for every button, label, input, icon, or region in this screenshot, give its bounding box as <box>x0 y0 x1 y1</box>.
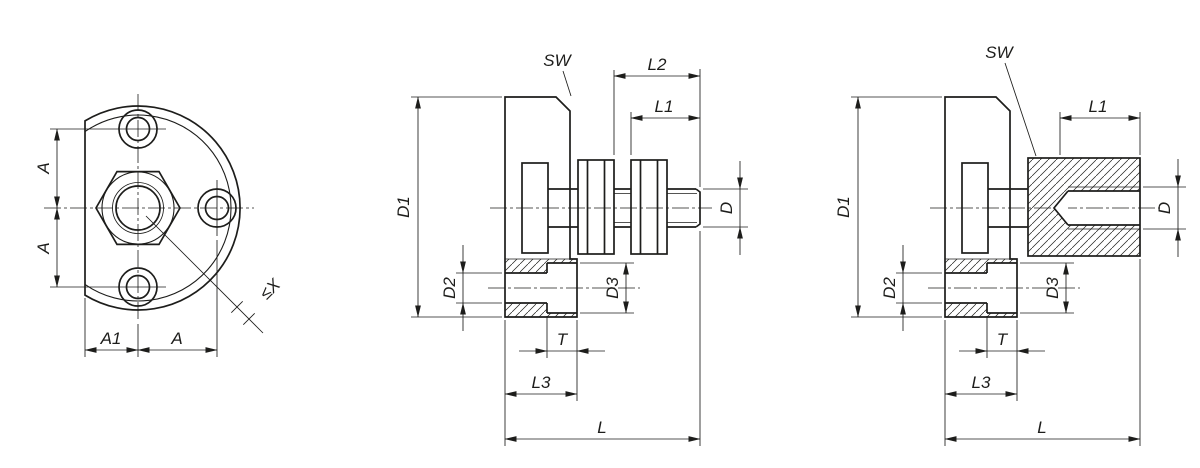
dim-d3: D3 <box>1020 262 1074 314</box>
dim-l3: L3 <box>944 320 1018 446</box>
front-view: A A A1 A ≤X <box>34 94 285 357</box>
dim-label-a1: A1 <box>100 329 122 348</box>
dim-d1: D1 <box>834 96 942 318</box>
dim-label-l1: L1 <box>655 97 674 116</box>
spindle-assembly <box>548 159 701 255</box>
dim-sw: SW <box>543 51 573 97</box>
flange-plate-section <box>944 96 1018 318</box>
dim-label-l2: L2 <box>648 55 667 74</box>
bolt-hole-right <box>197 188 237 228</box>
dim-d3: D3 <box>580 262 634 314</box>
dim-d2: D2 <box>440 245 502 331</box>
dim-d2: D2 <box>880 245 942 331</box>
hex-nut-2 <box>630 159 668 255</box>
dim-a1-a-horizontal: A1 A <box>84 240 218 357</box>
side-view-tapped: SW D1 L1 D D2 <box>834 43 1186 446</box>
dim-d: D <box>703 161 748 255</box>
bolt-hole-bottom <box>118 267 158 307</box>
dim-label-a-lower: A <box>34 242 53 254</box>
side-view-threaded: SW D1 L2 L1 D <box>394 51 748 446</box>
dim-label-t: T <box>997 330 1009 349</box>
dim-label-l1: L1 <box>1089 97 1108 116</box>
dim-label-d: D <box>1155 202 1174 214</box>
dim-l1: L1 <box>1059 97 1141 155</box>
dim-sw: SW <box>985 43 1037 157</box>
dim-l: L <box>944 259 1141 446</box>
dim-label-sw: SW <box>985 43 1014 62</box>
dim-t: T <box>959 316 1045 401</box>
dim-l: L <box>504 231 701 446</box>
dim-l2: L2 <box>613 55 701 187</box>
dim-label-l3: L3 <box>532 373 551 392</box>
dim-label-a-upper: A <box>34 162 53 174</box>
hex-bushing <box>521 162 549 254</box>
centerlines <box>488 207 712 289</box>
dim-label-sw: SW <box>543 51 572 70</box>
dim-label-d1: D1 <box>394 196 413 218</box>
dim-label-d3: D3 <box>1043 277 1062 299</box>
dim-label-d3: D3 <box>603 277 622 299</box>
dim-t: T <box>519 316 605 401</box>
dim-d1: D1 <box>394 96 502 318</box>
flange-outline <box>84 105 241 311</box>
hex-bushing <box>961 162 989 254</box>
drill-cone <box>1052 190 1069 226</box>
dim-label-d2: D2 <box>880 277 899 299</box>
hex-nut-1 <box>577 159 615 255</box>
dim-label-d2: D2 <box>440 277 459 299</box>
bolt-hole-top <box>118 109 158 149</box>
dim-label-d1: D1 <box>834 196 853 218</box>
dim-label-l: L <box>597 418 606 437</box>
center-hex-nut <box>95 170 181 246</box>
dim-label-t: T <box>557 330 569 349</box>
dim-label-a-horiz: A <box>170 329 182 348</box>
dim-a-vertical: A A <box>34 128 60 288</box>
dim-label-x: ≤X <box>256 275 285 304</box>
dim-label-l: L <box>1037 418 1046 437</box>
dim-d: D <box>1143 159 1186 257</box>
dim-label-l3: L3 <box>972 373 991 392</box>
dim-l3: L3 <box>504 320 578 446</box>
dim-label-d: D <box>717 202 736 214</box>
dim-l1: L1 <box>630 97 701 155</box>
socket-assembly <box>988 157 1141 257</box>
flange-plate-section <box>504 96 578 318</box>
